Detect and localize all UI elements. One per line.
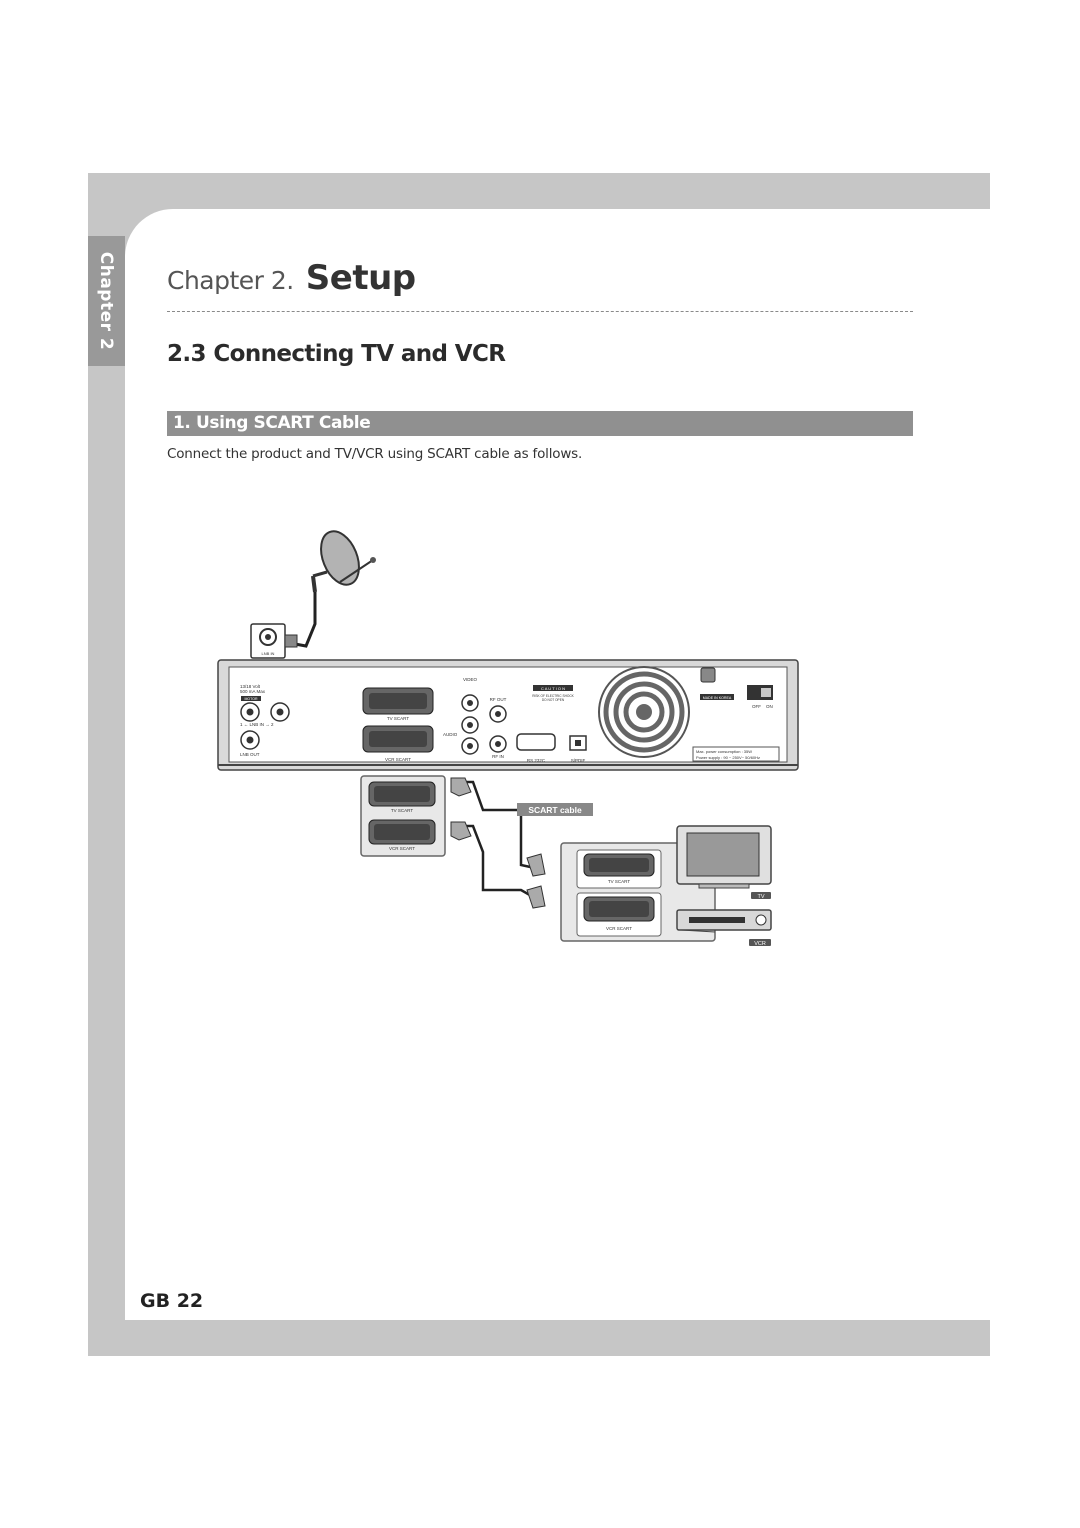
chapter-heading: Chapter 2. Setup — [167, 258, 416, 298]
switch-off-label: OFF — [752, 704, 761, 709]
coax-cable — [294, 592, 317, 648]
rear-vcr-scart-label: VCR SCART — [385, 757, 411, 762]
power-consumption-label: Max. power consumption : 35W — [696, 749, 752, 754]
chapter-side-tab-label: Chapter 2 — [96, 251, 116, 351]
motor-badge: MOTOR — [245, 697, 258, 701]
caution-text-1: RISK OF ELECTRIC SHOCK — [532, 694, 574, 698]
closeup-tv-scart-label: TV SCART — [391, 808, 413, 813]
wall-jack-label: LNB IN — [262, 651, 275, 656]
spdif-label: S/PDIF — [571, 758, 586, 763]
lnb-power-line2: 500 mA Max — [240, 689, 266, 694]
chapter-number: Chapter 2. — [167, 266, 294, 295]
video-label: VIDEO — [463, 677, 478, 682]
subsection-description: Connect the product and TV/VCR using SCA… — [167, 446, 583, 462]
caution-text-2: DO NOT OPEN — [542, 698, 565, 702]
tv-scart-label: TV SCART — [608, 879, 630, 884]
section-title: 2.3 Connecting TV and VCR — [167, 341, 506, 367]
subsection-header-bar: 1. Using SCART Cable — [167, 411, 913, 436]
rs232c-label: RS 232C — [527, 758, 546, 763]
lnb-out-label: LNB OUT — [240, 752, 260, 757]
rf-out-label: RF OUT — [490, 697, 507, 702]
rf-in-label: RF IN — [492, 754, 504, 759]
heading-divider — [167, 311, 913, 312]
chapter-side-tab — [88, 236, 125, 366]
vcr-label: VCR — [754, 941, 766, 947]
scart-cables — [450, 777, 546, 909]
tv-icon — [676, 825, 772, 889]
power-supply-label: Power supply : 90 ~ 250V~ 50/60Hz — [696, 755, 760, 760]
lnb-power-line1: 13/18 Volt — [240, 684, 261, 689]
connection-diagram: LNB IN 13/18 Volt 500 mA Max MOTOR 1 ← L… — [217, 530, 799, 947]
tv-label: TV — [757, 894, 764, 900]
satellite-dish-icon — [311, 530, 376, 593]
rear-tv-scart-label: TV SCART — [387, 716, 409, 721]
caution-label: C A U T I O N — [541, 686, 565, 691]
subsection-title: 1. Using SCART Cable — [173, 413, 371, 433]
closeup-vcr-scart-label: VCR SCART — [389, 846, 415, 851]
made-in-label: MADE IN KOREA — [703, 696, 732, 700]
lnb-in-label: 1 ← LNB IN → 2 — [240, 722, 274, 727]
audio-label: AUDIO — [443, 732, 458, 737]
page-number: GB 22 — [140, 1290, 204, 1312]
wall-jack: LNB IN — [250, 623, 298, 659]
receiver-rear-panel: 13/18 Volt 500 mA Max MOTOR 1 ← LNB IN →… — [217, 659, 799, 771]
vcr-icon — [676, 909, 772, 933]
vcr-scart-label: VCR SCART — [606, 926, 632, 931]
chapter-name: Setup — [305, 258, 416, 298]
scart-cable-label: SCART cable — [528, 805, 582, 815]
switch-on-label: ON — [766, 704, 773, 709]
receiver-scart-closeup: TV SCART VCR SCART — [360, 775, 446, 857]
